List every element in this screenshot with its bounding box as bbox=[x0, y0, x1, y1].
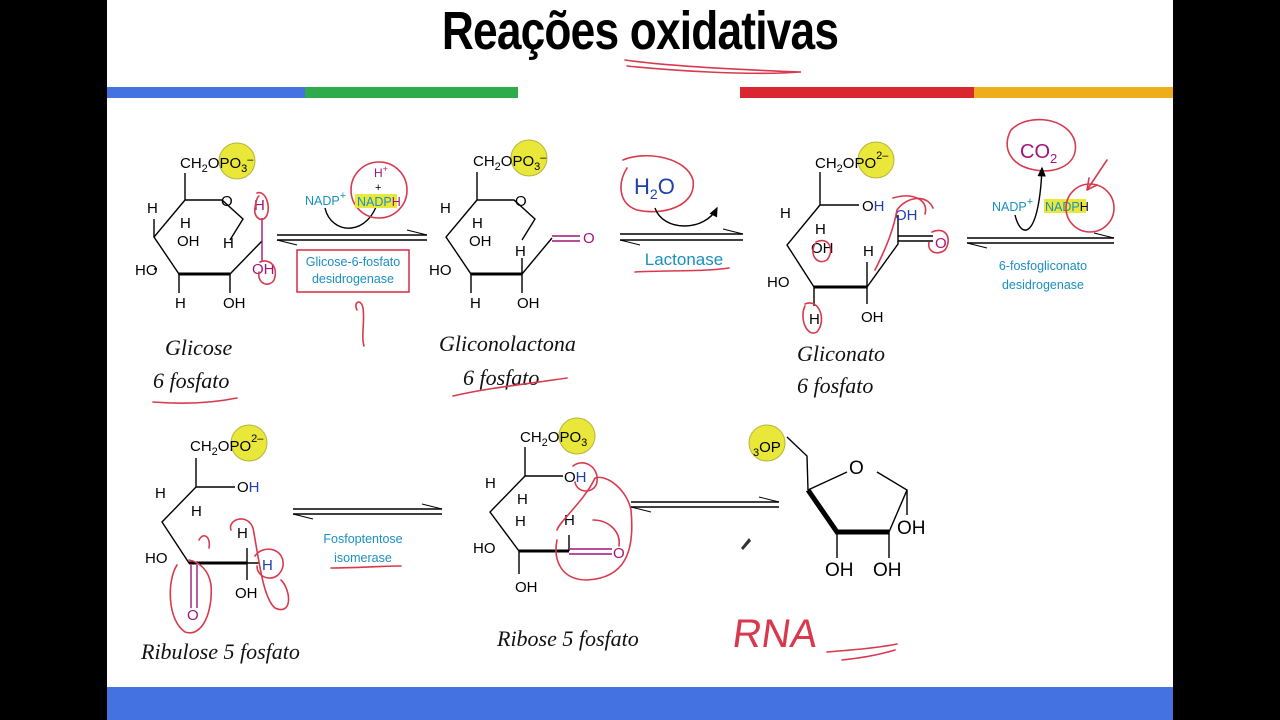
svg-text:6-fosfogliconato: 6-fosfogliconato bbox=[999, 259, 1087, 273]
reaction-step-4: Fosfoptentose isomerase bbox=[292, 503, 443, 569]
svg-text:Fosfoptentose: Fosfoptentose bbox=[323, 532, 402, 546]
rna-note: RNA bbox=[730, 611, 821, 656]
svg-text:+: + bbox=[375, 182, 381, 194]
reaction-step-1: NADP+ H+ + NADPH Glicose-6-fosfato desid… bbox=[276, 161, 428, 347]
glucose-label-2: 6 fosfato bbox=[153, 368, 229, 393]
ribulose-5-phosphate: CH2OPO2– O OH H H H HO H OH Ribulose 5 f… bbox=[140, 424, 300, 664]
svg-text:H: H bbox=[470, 295, 481, 312]
bar-yellow bbox=[974, 87, 1173, 98]
svg-text:H+: H+ bbox=[374, 164, 388, 180]
svg-text:NADPH: NADPH bbox=[1045, 200, 1089, 214]
svg-text:CH2OPO2–: CH2OPO2– bbox=[190, 433, 264, 458]
svg-text:O: O bbox=[583, 230, 595, 247]
svg-text:OH: OH bbox=[223, 295, 246, 312]
ribose-5-phosphate: CH2OPO3 O OH H H H H HO OH Ribose 5 fosf… bbox=[473, 417, 639, 651]
gluconate-6-phosphate: CH2OPO2– O OH OH H H OH H HO H OH Glicon… bbox=[767, 141, 949, 398]
svg-text:OH: OH bbox=[862, 198, 885, 215]
svg-text:6 fosfato: 6 fosfato bbox=[797, 373, 873, 398]
reaction-step-3: CO2 NADP+ NADPH 6-fosfogliconato desidro… bbox=[966, 118, 1115, 292]
bar-blue bbox=[107, 87, 305, 98]
svg-text:HO: HO bbox=[767, 274, 790, 291]
gluconolactone-6-phosphate: CH2OPO3– O O H H OH HO H OH H Gliconolac… bbox=[429, 139, 595, 397]
svg-text:H: H bbox=[809, 311, 820, 328]
svg-text:H: H bbox=[223, 235, 234, 252]
svg-text:OH: OH bbox=[564, 469, 587, 486]
svg-text:H: H bbox=[175, 295, 186, 312]
svg-text:Ribose 5 fosfato: Ribose 5 fosfato bbox=[496, 626, 639, 651]
svg-text:OH: OH bbox=[515, 579, 538, 596]
svg-text:O: O bbox=[515, 193, 527, 210]
bar-green bbox=[305, 87, 518, 98]
page-title: Reações oxidativas bbox=[441, 1, 839, 61]
svg-text:H: H bbox=[440, 200, 451, 217]
svg-text:H: H bbox=[180, 215, 191, 232]
svg-text:desidrogenase: desidrogenase bbox=[1002, 278, 1084, 292]
svg-text:OH: OH bbox=[517, 295, 540, 312]
svg-text:isomerase: isomerase bbox=[334, 551, 392, 565]
svg-text:H: H bbox=[254, 197, 265, 214]
svg-text:H: H bbox=[863, 243, 874, 260]
svg-text:H: H bbox=[517, 491, 528, 508]
slide: Reações oxidativas CH2OPO3– O H H OH bbox=[107, 0, 1173, 720]
svg-text:CH2OPO3–: CH2OPO3– bbox=[473, 152, 547, 173]
svg-text:OH: OH bbox=[897, 518, 926, 539]
enzyme-g6pd-line2: desidrogenase bbox=[312, 272, 394, 286]
svg-text:CO2: CO2 bbox=[1020, 141, 1057, 166]
svg-text:6 fosfato: 6 fosfato bbox=[463, 365, 539, 390]
svg-text:OH: OH bbox=[235, 585, 258, 602]
pathway-diagram: CH2OPO3– O H H OH H HO H OH H OH Glicose… bbox=[107, 59, 1173, 720]
svg-text:CH2OPO2–: CH2OPO2– bbox=[815, 150, 889, 175]
svg-text:HO: HO bbox=[429, 262, 452, 279]
svg-text:H: H bbox=[191, 503, 202, 520]
svg-text:HO: HO bbox=[135, 262, 158, 279]
svg-text:H: H bbox=[155, 485, 166, 502]
svg-text:NADP+: NADP+ bbox=[992, 196, 1033, 214]
svg-text:H: H bbox=[262, 557, 273, 574]
svg-text:Gliconolactona: Gliconolactona bbox=[439, 331, 576, 356]
reaction-step-2: H2O Lactonase bbox=[619, 154, 744, 273]
svg-text:H: H bbox=[780, 205, 791, 222]
bar-red bbox=[740, 87, 974, 98]
svg-text:H: H bbox=[485, 475, 496, 492]
glucose-label-1: Glicose bbox=[165, 335, 232, 360]
glucose-6-phosphate: CH2OPO3– O H H OH H HO H OH H OH Glicose… bbox=[135, 142, 277, 404]
svg-text:H: H bbox=[147, 200, 158, 217]
enzyme-lactonase: Lactonase bbox=[645, 250, 723, 269]
svg-text:OH: OH bbox=[825, 560, 854, 581]
svg-text:OH: OH bbox=[252, 261, 275, 278]
svg-text:OH: OH bbox=[895, 207, 918, 224]
svg-text:H: H bbox=[237, 525, 248, 542]
svg-text:OH: OH bbox=[873, 560, 902, 581]
svg-text:Gliconato: Gliconato bbox=[797, 341, 885, 366]
svg-text:H: H bbox=[515, 513, 526, 530]
svg-text:CH2OPO3: CH2OPO3 bbox=[520, 429, 587, 449]
svg-text:OH: OH bbox=[861, 309, 884, 326]
svg-text:O: O bbox=[849, 458, 864, 479]
svg-text:H: H bbox=[515, 243, 526, 260]
svg-text:OH: OH bbox=[237, 479, 260, 496]
svg-text:O: O bbox=[221, 193, 233, 210]
svg-text:Ribulose 5 fosfato: Ribulose 5 fosfato bbox=[140, 639, 300, 664]
reaction-step-5 bbox=[630, 496, 780, 550]
svg-text:O: O bbox=[613, 545, 625, 562]
svg-text:3OP: 3OP bbox=[753, 439, 781, 459]
enzyme-g6pd-line1: Glicose-6-fosfato bbox=[306, 255, 401, 269]
svg-text:O: O bbox=[935, 235, 947, 252]
svg-text:OH: OH bbox=[177, 233, 200, 250]
svg-text:H: H bbox=[564, 512, 575, 529]
svg-text:HO: HO bbox=[145, 550, 168, 567]
svg-text:CH2OPO3–: CH2OPO3– bbox=[180, 154, 254, 175]
footer-bar bbox=[107, 687, 1173, 720]
svg-text:OH: OH bbox=[469, 233, 492, 250]
svg-text:OH: OH bbox=[811, 240, 834, 257]
svg-text:NADPH: NADPH bbox=[357, 195, 401, 209]
svg-text:O: O bbox=[187, 607, 199, 624]
svg-text:H: H bbox=[472, 215, 483, 232]
svg-text:H: H bbox=[815, 221, 826, 238]
svg-text:HO: HO bbox=[473, 540, 496, 557]
phosphate-highlight bbox=[218, 142, 256, 180]
svg-text:NADP+: NADP+ bbox=[305, 190, 346, 208]
svg-text:H2O: H2O bbox=[634, 174, 675, 202]
ribose-furanose-rna: 3OP O OH OH OH RNA bbox=[730, 424, 926, 661]
